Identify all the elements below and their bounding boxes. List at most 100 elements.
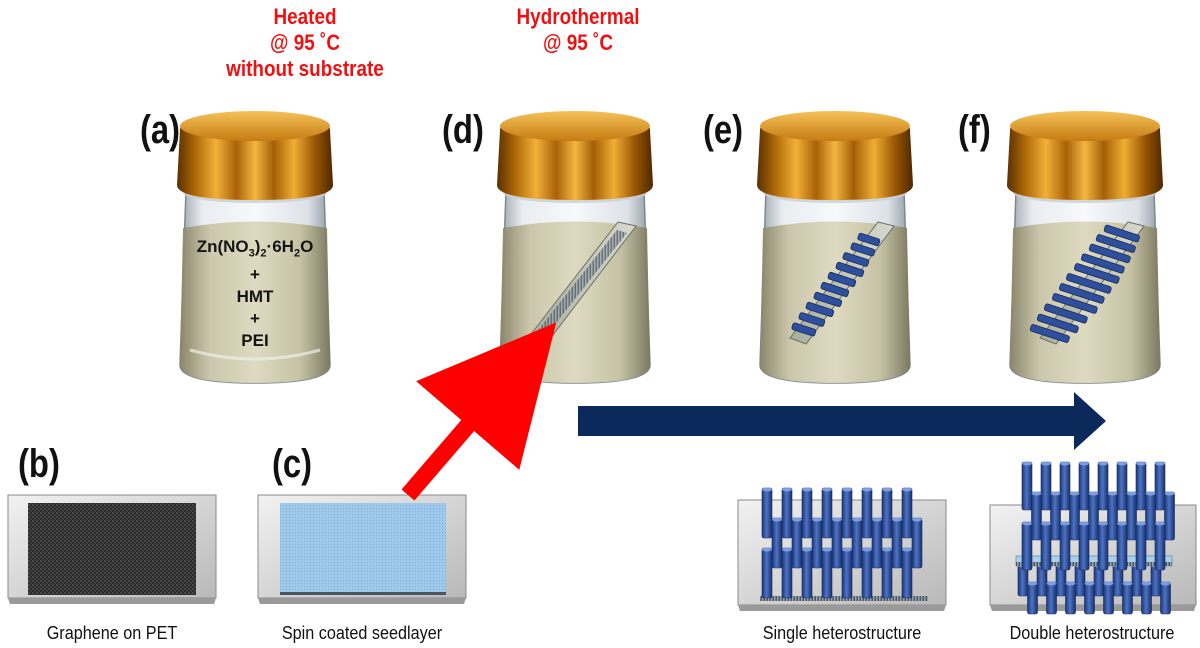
nanorod-tip [1141, 581, 1152, 586]
nanorod-tip [1098, 461, 1108, 466]
nanorod [1097, 521, 1109, 571]
heated-line-2: @ 95 ˚C [270, 30, 340, 55]
nanorod [1154, 461, 1166, 511]
nanorod [1097, 461, 1109, 511]
nanorod-tip [1079, 461, 1089, 466]
nanorod-tip [822, 547, 832, 552]
nanorod [1050, 491, 1061, 541]
nanorod [1040, 461, 1052, 511]
substrate-seedlayer [257, 494, 467, 604]
nanorod-tip [1136, 521, 1146, 526]
nanorod-tip [912, 517, 922, 522]
caption-single: Single heterostructure [762, 623, 922, 643]
nanorod [1122, 581, 1133, 615]
nanorod [1126, 491, 1137, 541]
nanorod-tip [1126, 491, 1137, 496]
nanorod-tip [1145, 491, 1156, 496]
nanorod [1164, 491, 1175, 541]
nanorod-tip [1050, 491, 1061, 496]
nanorod-tip [1041, 461, 1051, 466]
nanorod [841, 487, 853, 539]
plus-sign-1: + [250, 265, 260, 285]
caption-seedlayer: Spin coated seedlayer [281, 623, 443, 643]
nanorod [761, 547, 773, 599]
nanorod [1154, 521, 1166, 571]
nanorod [1069, 491, 1080, 541]
jar-contents: Zn(NO3)2·6H2O + HMT + PEI [180, 236, 330, 352]
nanorod [911, 517, 923, 569]
nanorod-tip [1060, 521, 1070, 526]
pei-label: PEI [241, 331, 269, 351]
nanorod-tip [842, 547, 852, 552]
nanorod [1141, 581, 1152, 615]
nanorod-tip [1098, 521, 1108, 526]
nanorod [861, 547, 873, 599]
nanorod-tip [842, 487, 852, 492]
nanorod [801, 487, 813, 539]
nanorod-tip [862, 487, 872, 492]
nanorod [1065, 581, 1076, 615]
nanorod-tip [1117, 521, 1127, 526]
panel-label-f: (f) [958, 108, 991, 152]
nanorod-tip [1164, 491, 1175, 496]
zinc-nitrate-formula: Zn(NO3)2·6H2O [196, 237, 314, 260]
panel-label-b: (b) [18, 442, 60, 486]
nanorod [1040, 521, 1052, 571]
nanorod-tip [882, 487, 892, 492]
nanorod [781, 547, 793, 599]
nanorod [851, 517, 863, 569]
caption-graphene: Graphene on PET [46, 623, 178, 643]
nanorod [1078, 521, 1090, 571]
substrate-single-heterostructure [737, 487, 947, 611]
nanorod [1160, 581, 1171, 615]
hydrothermal-line-2: @ 95 ˚C [543, 30, 613, 55]
substrate-graphene [7, 494, 217, 604]
nanorod-tip [782, 547, 792, 552]
panel-label-e: (e) [703, 108, 744, 152]
nanorod-tip [892, 517, 902, 522]
nanorod [791, 517, 803, 569]
nanorod [1135, 521, 1147, 571]
nanorod-tip [1136, 461, 1146, 466]
nanorod-tip [1122, 581, 1133, 586]
nanorod-tip [862, 547, 872, 552]
nanorod [1046, 581, 1057, 615]
panel-label-a: (a) [140, 108, 181, 152]
nanorod-tip [1107, 491, 1118, 496]
nanorod [1107, 491, 1118, 541]
nanorod [821, 487, 833, 539]
nanorod-tip [762, 547, 772, 552]
nanorod-tip [872, 517, 882, 522]
nanorod [901, 547, 913, 599]
hmt-label: HMT [236, 287, 274, 307]
nanorod-tip [1069, 491, 1080, 496]
nanorod-tip [1027, 581, 1038, 586]
nanorod-tip [832, 517, 842, 522]
nanorod [1088, 491, 1099, 541]
nanorod-tip [1031, 491, 1042, 496]
hydrothermal-condition: Hydrothermal @ 95 ˚C [492, 4, 664, 56]
nanorod-tip [1079, 521, 1089, 526]
nanorod [821, 547, 833, 599]
nanorod-tip [1103, 581, 1114, 586]
panel-label-c: (c) [272, 442, 313, 486]
jar-e [757, 111, 913, 384]
nanorod-tip [812, 517, 822, 522]
nanorod [881, 487, 893, 539]
nanorod [1059, 521, 1071, 571]
nanorod [1059, 461, 1071, 511]
nanorod-tip [1084, 581, 1095, 586]
nanorod [901, 487, 913, 539]
nanorod [761, 487, 773, 539]
nanorod-tip [1088, 491, 1099, 496]
nanorod [1145, 491, 1156, 541]
nanorod [871, 517, 883, 569]
nanorod-tip [1155, 461, 1165, 466]
nanorod [831, 517, 843, 569]
nanorod-tip [1046, 581, 1057, 586]
nanorod [1027, 581, 1038, 615]
nanorod-tip [882, 547, 892, 552]
nanorod-tip [802, 547, 812, 552]
heated-line-3: without substrate [226, 56, 384, 81]
